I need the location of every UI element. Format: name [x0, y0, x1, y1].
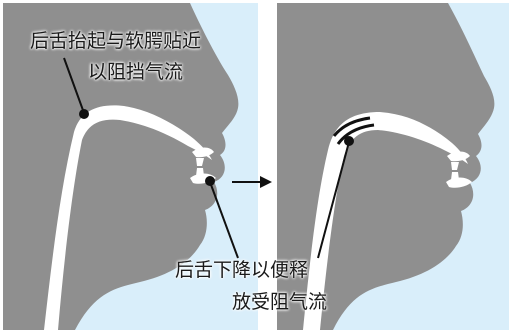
marker-lips	[205, 176, 215, 186]
transition-arrow	[232, 176, 272, 188]
top-label-line-2: 以阻挡气流	[88, 61, 184, 83]
leader-line-top	[63, 57, 85, 114]
left-upper-lip	[192, 147, 214, 158]
bottom-label-line-1: 后舌下降以便释	[175, 259, 309, 281]
marker-tongue-back	[344, 136, 354, 146]
left-panel	[3, 3, 258, 330]
marker-soft-palate	[79, 109, 89, 119]
leader-line-lips	[209, 181, 239, 259]
left-teeth	[196, 158, 204, 176]
top-label-line-1: 后舌抬起与软腭贴近	[30, 30, 202, 52]
leader-line-tongue	[317, 141, 350, 259]
right-teeth	[451, 162, 459, 180]
right-head-silhouette	[277, 3, 495, 330]
right-panel	[277, 3, 509, 330]
right-lower-lip	[446, 177, 472, 188]
leader-lines	[63, 57, 354, 259]
right-tongue-and-airway	[303, 112, 468, 330]
airflow-release-arc-2	[336, 123, 375, 145]
right-upper-lip	[447, 151, 470, 162]
bottom-label-line-2: 放受阻气流	[232, 291, 328, 313]
airflow-release-arc-1	[332, 116, 371, 137]
